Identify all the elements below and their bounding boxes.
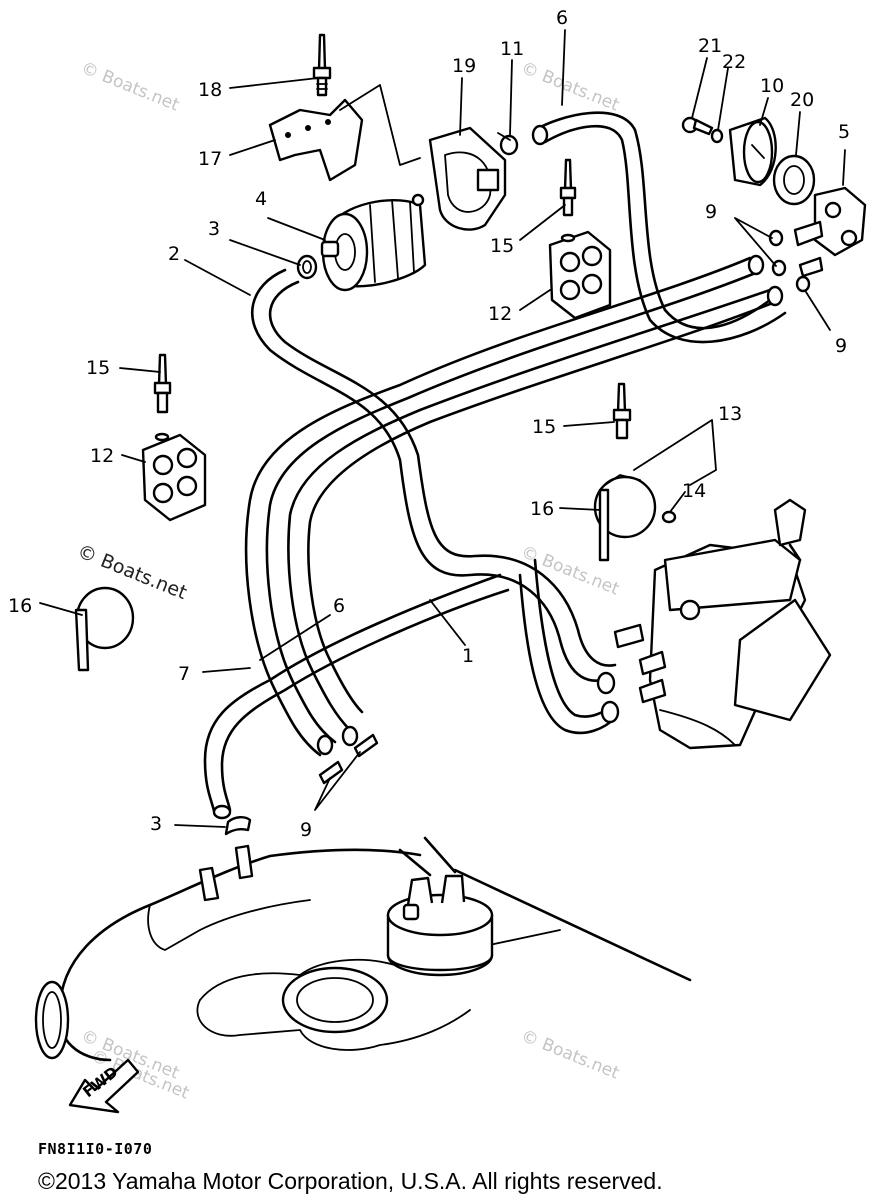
callout-19: 19	[452, 55, 476, 77]
callout-5: 5	[838, 121, 850, 143]
watermark: © Boats.net	[78, 58, 182, 116]
fuel-cock	[793, 186, 867, 278]
callout-9: 9	[300, 819, 312, 841]
callout-16: 16	[530, 498, 554, 520]
fuel-tank	[34, 836, 692, 1062]
callout-20: 20	[790, 89, 814, 111]
hose-clamp	[224, 254, 318, 836]
callout-22: 22	[722, 51, 746, 73]
callout-15: 15	[490, 235, 514, 257]
washer	[710, 128, 724, 144]
nut	[772, 154, 816, 206]
carburetor	[613, 498, 832, 750]
callout-12: 12	[488, 303, 512, 325]
diagram-code: FN8I1I0-I070	[38, 1140, 153, 1158]
hose-band-clamp	[593, 382, 677, 562]
callout-10: 10	[760, 75, 784, 97]
hose-ends	[212, 124, 784, 820]
hose-clamp-11	[497, 132, 519, 156]
callout-13: 13	[718, 403, 742, 425]
callout-14: 14	[682, 480, 706, 502]
tank-end-cap	[34, 980, 70, 1060]
callout-3: 3	[208, 218, 220, 240]
callout-4: 4	[255, 188, 267, 210]
mounting-bracket	[268, 98, 364, 182]
hose-holder	[141, 353, 207, 522]
hose-holder	[548, 158, 612, 320]
callout-18: 18	[198, 79, 222, 101]
callout-11: 11	[500, 38, 524, 60]
gaskets	[768, 229, 811, 293]
fuel-filter	[320, 193, 427, 292]
callout-17: 17	[198, 148, 222, 170]
callout-15: 15	[532, 416, 556, 438]
watermark: © Boats.net	[518, 58, 622, 116]
fuel-pickup	[386, 836, 494, 977]
hose-band	[74, 586, 135, 672]
callout-9: 9	[835, 335, 847, 357]
copyright-notice: ©2013 Yamaha Motor Corporation, U.S.A. A…	[38, 1168, 663, 1194]
watermark: © Boats.net	[518, 1026, 622, 1084]
fuel-hoses	[203, 111, 787, 817]
callout-2: 2	[168, 243, 180, 265]
callout-3: 3	[150, 813, 162, 835]
callout-6: 6	[333, 595, 345, 617]
callout-1: 1	[462, 645, 474, 667]
lever-knob	[728, 116, 777, 187]
filter-bracket	[428, 126, 507, 231]
hose-clips	[318, 733, 379, 785]
callout-15: 15	[86, 357, 110, 379]
callout-numbers: 1 2 3 3 4 5 6 6 7 9 9 9 10 11 12 12 13 1…	[8, 7, 850, 841]
callout-9: 9	[705, 201, 717, 223]
callout-16: 16	[8, 595, 32, 617]
callout-12: 12	[90, 445, 114, 467]
callout-6: 6	[556, 7, 568, 29]
callout-21: 21	[698, 35, 722, 57]
leader-lines	[39, 29, 846, 828]
mounting-bolt	[312, 33, 332, 97]
callout-7: 7	[178, 663, 190, 685]
forward-arrow-icon: FWD	[68, 1058, 140, 1114]
screw	[681, 116, 714, 136]
